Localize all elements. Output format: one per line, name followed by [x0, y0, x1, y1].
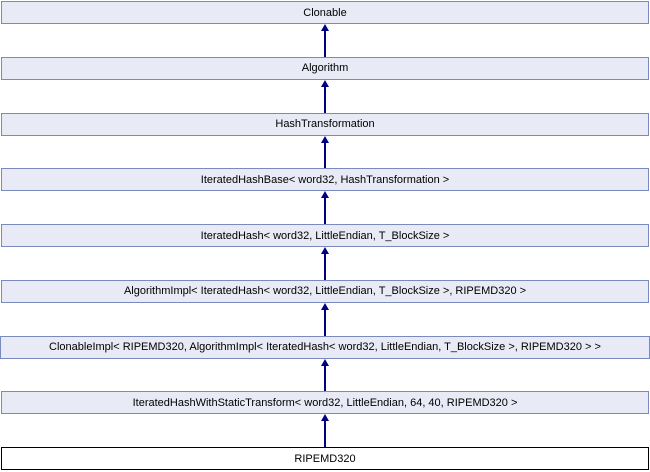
arrow-up-icon: [321, 135, 329, 143]
class-node-clonableimpl[interactable]: ClonableImpl< RIPEMD320, AlgorithmImpl< …: [0, 335, 650, 359]
arrow-line: [324, 30, 326, 57]
class-node-algorithmimpl[interactable]: AlgorithmImpl< IteratedHash< word32, Lit…: [1, 279, 649, 303]
inheritance-arrow: [0, 247, 650, 280]
inheritance-arrow: [0, 135, 650, 169]
inheritance-arrow: [0, 414, 650, 447]
arrow-up-icon: [321, 79, 329, 87]
inheritance-arrow: [0, 302, 650, 336]
inheritance-arrow: [0, 24, 650, 57]
class-node-hashtransformation[interactable]: HashTransformation: [1, 112, 649, 136]
arrow-up-icon: [321, 302, 329, 310]
arrow-line: [324, 197, 326, 224]
inheritance-arrow: [0, 191, 650, 224]
arrow-up-icon: [321, 191, 329, 199]
arrow-line: [324, 420, 326, 447]
arrow-line: [324, 364, 326, 392]
inheritance-arrow: [0, 358, 650, 392]
arrow-up-icon: [321, 358, 329, 366]
arrow-line: [324, 85, 326, 113]
arrow-line: [324, 253, 326, 280]
class-node-clonable[interactable]: Clonable: [1, 1, 649, 24]
arrow-up-icon: [321, 24, 329, 31]
arrow-line: [324, 308, 326, 336]
class-node-iteratedhashwithstatictransform[interactable]: IteratedHashWithStaticTransform< word32,…: [1, 391, 649, 415]
arrow-up-icon: [321, 247, 329, 254]
class-node-algorithm[interactable]: Algorithm: [1, 56, 649, 80]
inheritance-arrow: [0, 79, 650, 113]
class-node-iteratedhashbase[interactable]: IteratedHashBase< word32, HashTransforma…: [1, 168, 649, 192]
class-node-ripemd320-current: RIPEMD320: [1, 447, 649, 470]
arrow-line: [324, 141, 326, 169]
arrow-up-icon: [321, 414, 329, 422]
class-node-iteratedhash[interactable]: IteratedHash< word32, LittleEndian, T_Bl…: [1, 224, 649, 247]
